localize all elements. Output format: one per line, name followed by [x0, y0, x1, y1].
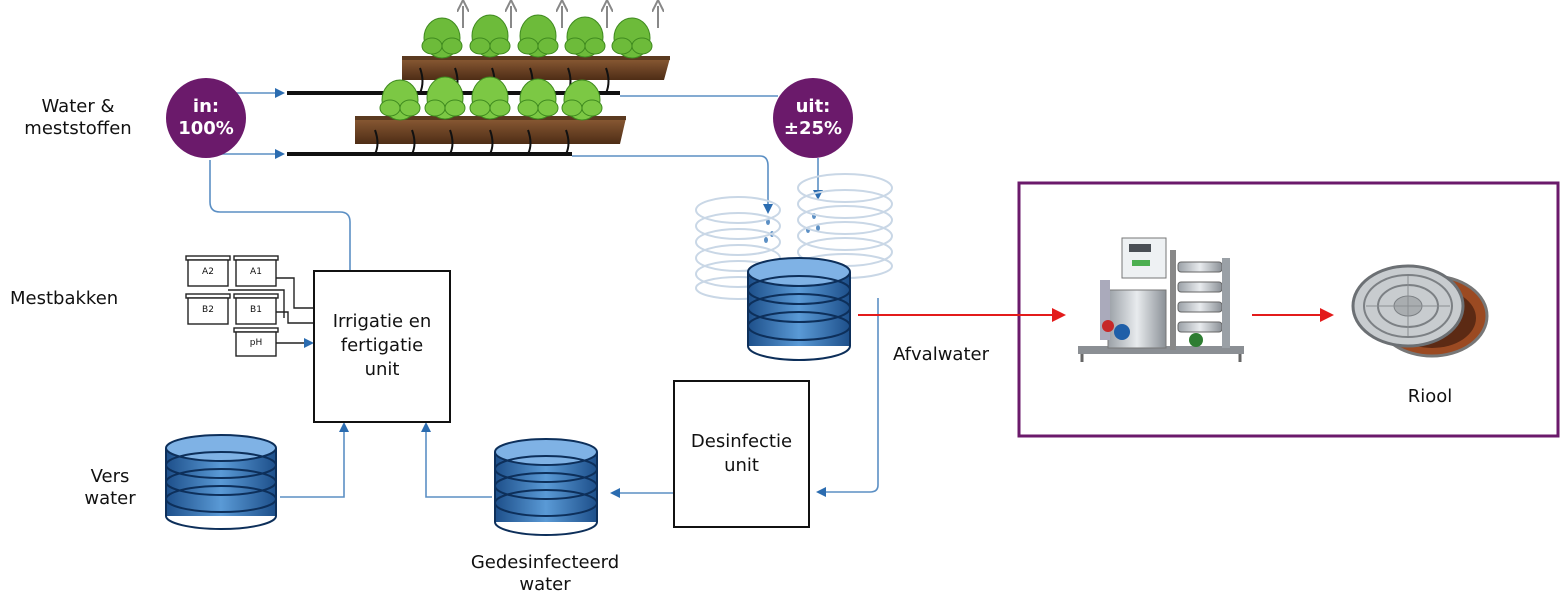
disinfection-unit-box — [673, 380, 810, 528]
evaporation-arrows — [463, 6, 658, 28]
treatment-panel — [1017, 181, 1560, 438]
tank-ph-label: pH — [249, 338, 263, 348]
fertilizer-tanks — [185, 255, 314, 357]
irrigation-unit-box — [313, 270, 451, 423]
water-pipes — [205, 88, 879, 498]
drain-collection-tanks — [695, 173, 893, 300]
disinfected-water-label: Gedesinfecteerd water — [470, 552, 620, 595]
fertilizer-tanks-label: Mestbakken — [10, 288, 119, 309]
outlet-circle — [773, 78, 853, 158]
outlet-label: uit: ±25% — [783, 96, 843, 139]
tank-a2-label: A2 — [202, 267, 214, 277]
tank-b2-label: B2 — [202, 305, 214, 315]
disinfection-unit-label: Desinfectie unit — [690, 431, 793, 476]
fresh-water-tank — [165, 434, 277, 530]
inlet-label: in: 100% — [178, 96, 234, 139]
sewer-manhole — [1351, 264, 1489, 358]
tank-b1-label: B1 — [250, 305, 262, 315]
water-nutrients-label: Water & meststoffen — [24, 96, 132, 139]
waste-water-label: Afvalwater — [893, 344, 989, 365]
tank-a1-label: A1 — [250, 267, 262, 277]
waste-water-tank — [747, 257, 851, 361]
sewer-label: Riool — [1407, 386, 1453, 407]
irrigation-unit-label: Irrigatie en fertigatie unit — [332, 311, 432, 380]
growing-gutters — [287, 6, 670, 156]
treatment-machine — [1078, 237, 1244, 362]
fresh-water-label: Vers water — [84, 466, 136, 509]
disinfected-water-tank — [494, 438, 598, 536]
inlet-circle — [166, 78, 246, 158]
